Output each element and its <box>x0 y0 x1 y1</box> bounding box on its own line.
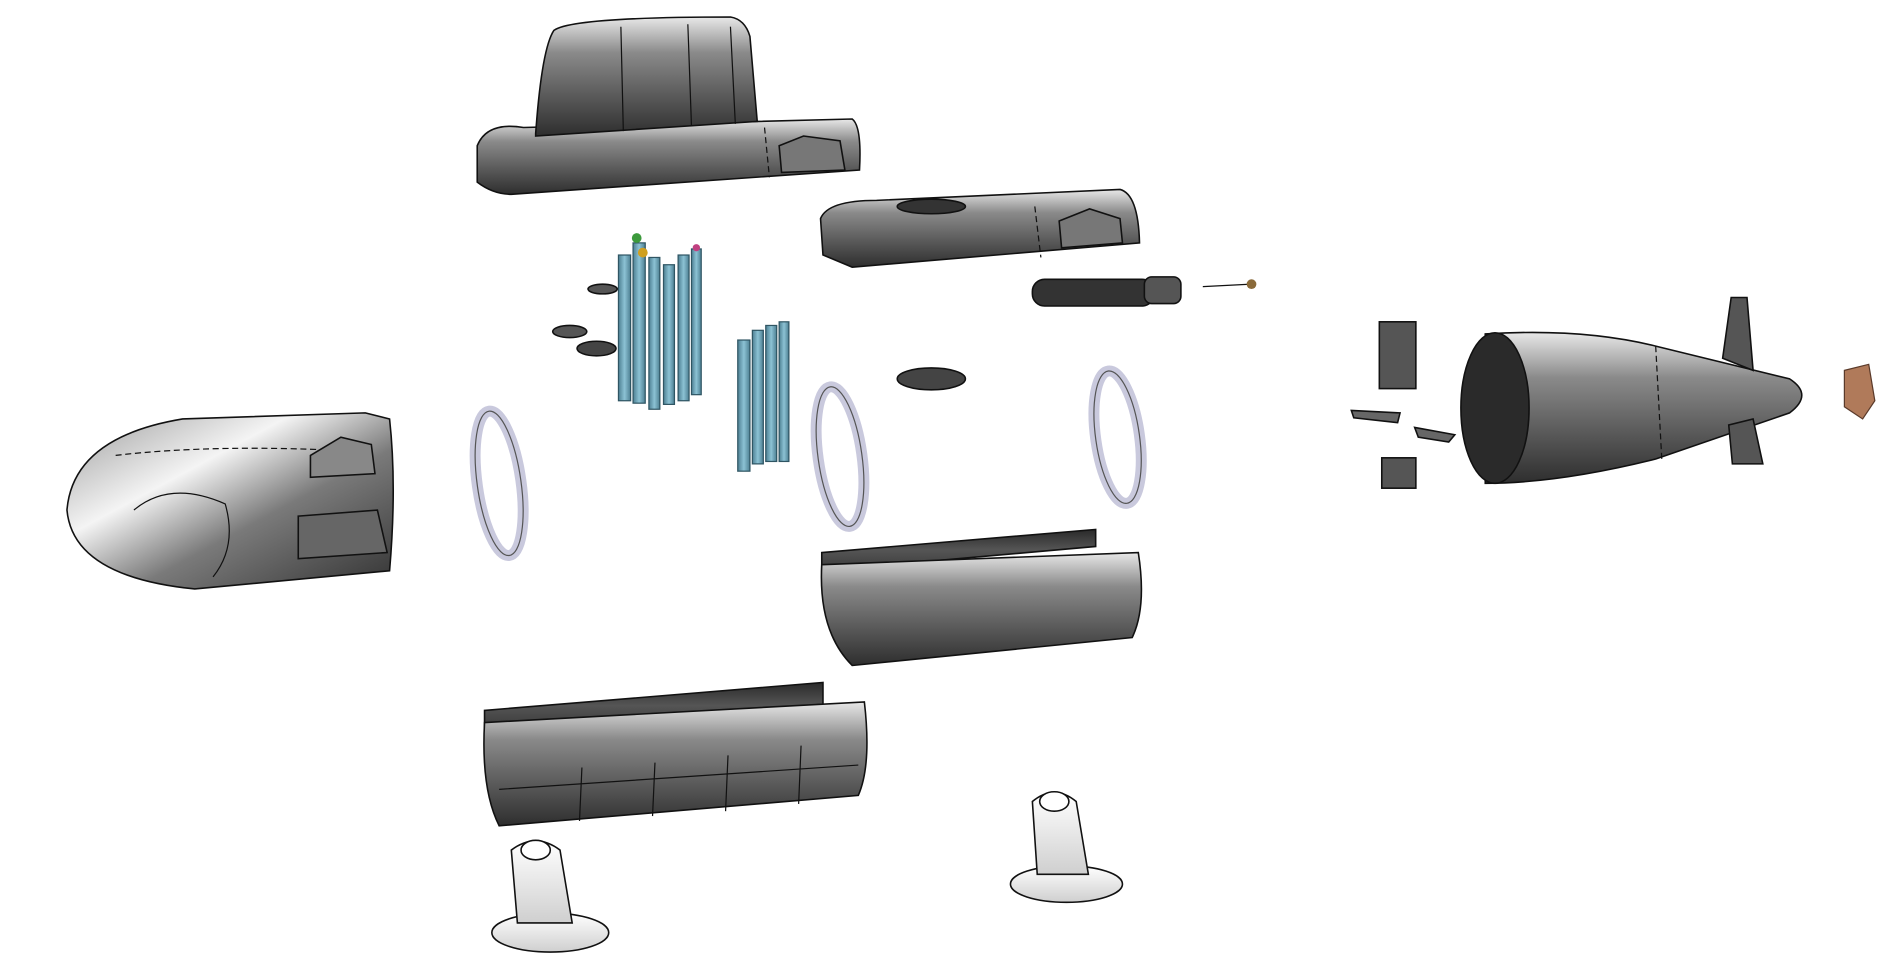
hull-ring-3 <box>1088 365 1147 509</box>
mid-deck-section <box>819 188 1141 268</box>
hull-ring-1 <box>469 405 529 562</box>
bow-section <box>66 412 394 590</box>
stern-section <box>1460 296 1803 485</box>
stern-plane-parts <box>1350 321 1457 489</box>
display-stand-right <box>1009 790 1124 904</box>
lower-hull-forward <box>483 681 868 827</box>
propeller <box>1843 363 1876 420</box>
display-stand-left <box>491 839 610 953</box>
periscope-masts-small <box>737 321 790 472</box>
periscope-masts-large <box>617 233 702 410</box>
motor-shaft <box>1031 276 1257 307</box>
sail-deck-section <box>476 16 861 196</box>
lower-hull-mid <box>820 528 1143 667</box>
hull-ring-2 <box>810 381 870 532</box>
small-hatch-parts <box>551 283 967 391</box>
